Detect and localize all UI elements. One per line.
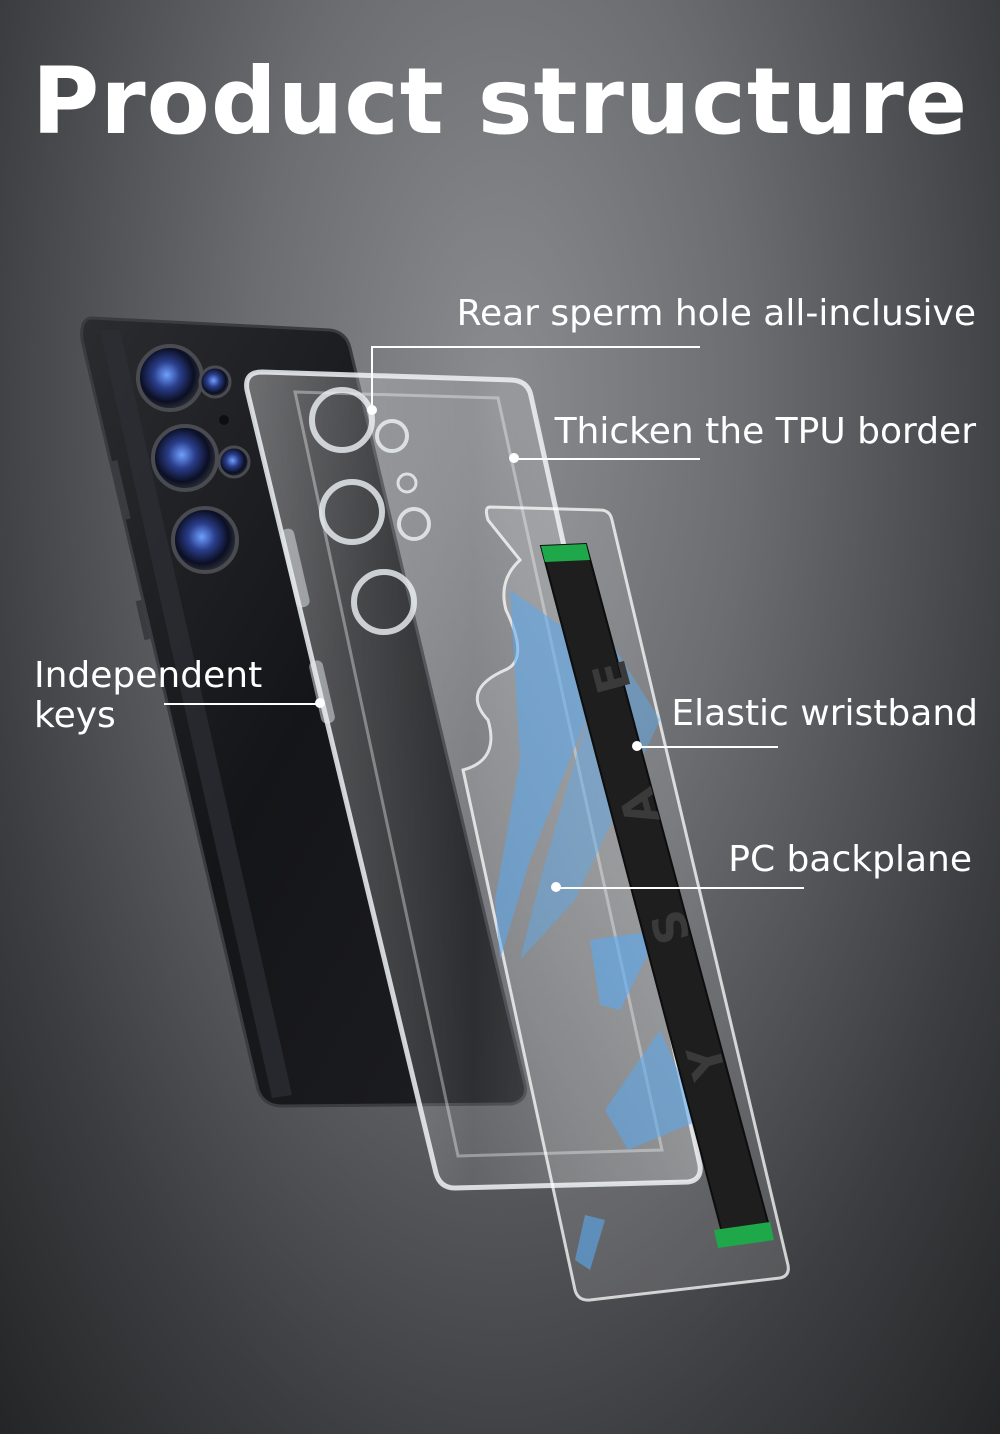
callout-tpu-border-dot (509, 453, 519, 463)
callout-independent-keys-line2: keys (34, 695, 116, 736)
callout-rear-hole-leader-h (372, 346, 700, 348)
clear-tpu-case (244, 369, 703, 1191)
callout-tpu-border-label: Thicken the TPU border (554, 411, 976, 452)
callout-wristband-dot (632, 741, 642, 751)
callout-wristband-label: Elastic wristband (671, 693, 978, 734)
callout-independent-keys-line1: Independent (34, 655, 263, 696)
callout-independent-keys-label: Independent keys (34, 656, 262, 736)
callout-backplane-label: PC backplane (728, 839, 972, 880)
page-title: Product structure (31, 48, 969, 155)
callout-independent-keys-dot (315, 698, 325, 708)
callout-backplane-leader (558, 887, 804, 889)
camera-lens-icon (136, 344, 251, 574)
elastic-wristband (539, 542, 774, 1248)
callout-rear-hole-dot (367, 405, 377, 415)
callout-tpu-border-leader (516, 458, 700, 460)
callout-independent-keys-leader (164, 703, 319, 705)
callout-wristband-leader (640, 746, 778, 748)
callout-rear-hole-leader-v (371, 346, 373, 408)
callout-rear-hole-label: Rear sperm hole all-inclusive (456, 293, 976, 334)
callout-backplane-dot (551, 882, 561, 892)
